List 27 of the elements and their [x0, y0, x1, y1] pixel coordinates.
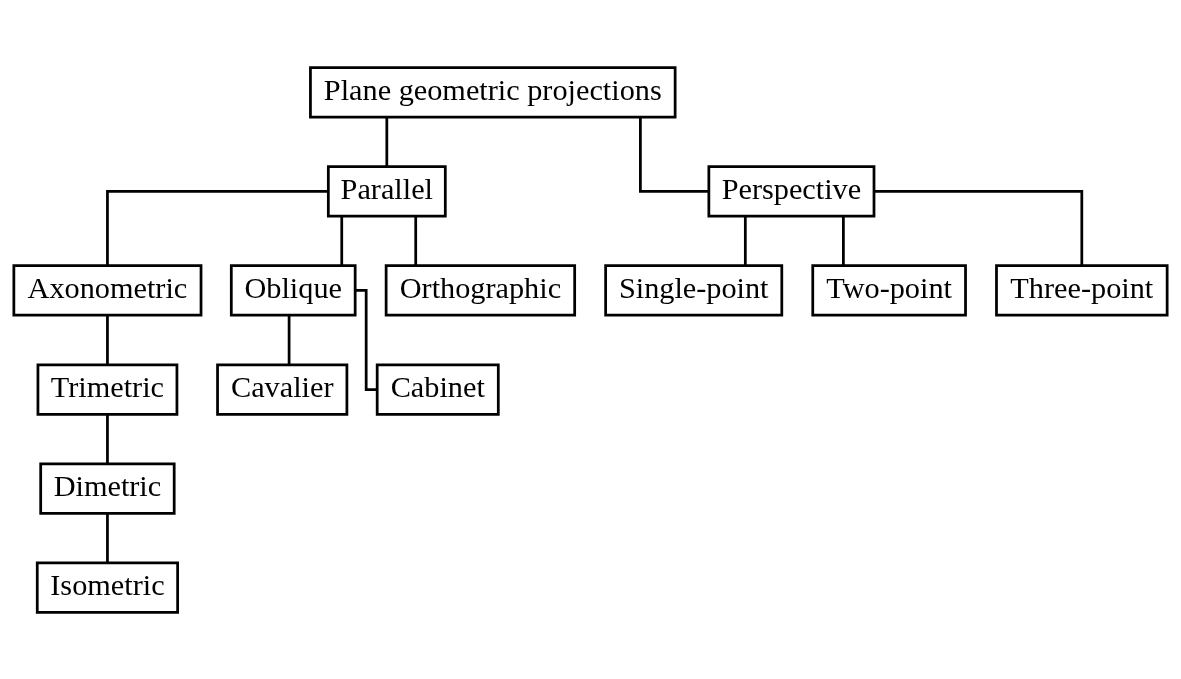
node-box: Parallel — [326, 164, 447, 217]
connector — [106, 513, 109, 562]
connector — [287, 314, 291, 364]
node-box: Cabinet — [375, 362, 500, 416]
connector — [414, 215, 418, 265]
connector — [639, 116, 709, 193]
node-box: Two-point — [811, 263, 967, 317]
node-box: Three-point — [995, 263, 1169, 317]
connector — [106, 189, 329, 265]
connector — [340, 215, 344, 265]
connector — [106, 314, 109, 364]
connector — [743, 215, 747, 265]
connector — [842, 215, 845, 265]
node-box: Cavalier — [216, 362, 349, 416]
connector — [385, 116, 389, 166]
connector — [106, 414, 109, 463]
node-box: Dimetric — [39, 462, 176, 515]
node-box: Orthographic — [384, 263, 577, 317]
node-box: Perspective — [707, 164, 876, 217]
connector — [874, 189, 1084, 265]
node-box: Isometric — [35, 561, 179, 614]
node-box: Trimetric — [36, 362, 179, 416]
node-box: Axonometric — [12, 263, 203, 317]
node-box: Plane geometric projections — [309, 65, 677, 118]
node-box: Single-point — [604, 263, 784, 317]
connector — [355, 288, 377, 391]
node-box: Oblique — [229, 263, 357, 317]
